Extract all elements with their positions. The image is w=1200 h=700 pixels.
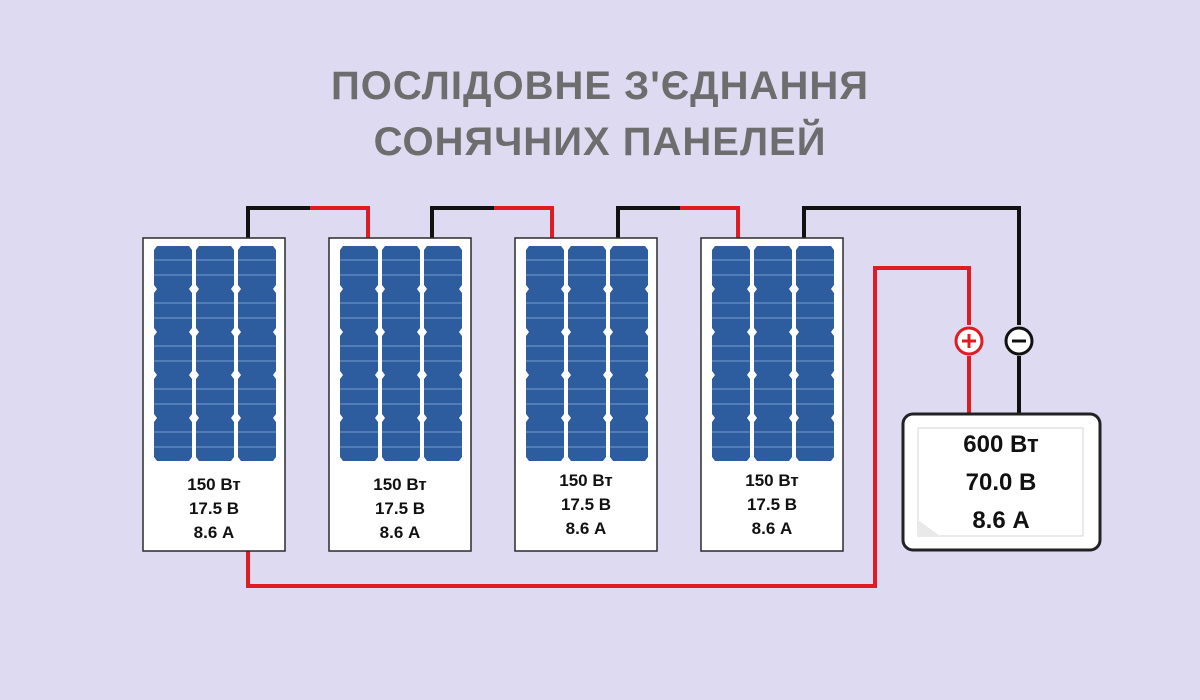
diagram-title: ПОСЛІДОВНЕ З'ЄДНАННЯ СОНЯЧНИХ ПАНЕЛЕЙ [0,58,1200,170]
panel-voltage: 17.5 В [375,499,425,518]
panel-power: 150 Вт [373,475,426,494]
wire-positive-1 [310,206,370,240]
wire-negative-1 [246,206,310,240]
panel-current: 8.6 А [194,523,235,542]
panel-current: 8.6 А [566,519,607,538]
title-line-2: СОНЯЧНИХ ПАНЕЛЕЙ [373,120,827,164]
title-line-1: ПОСЛІДОВНЕ З'ЄДНАННЯ [331,64,869,108]
solar-panel: 150 Вт 17.5 В 8.6 А [700,237,844,552]
output-power: 600 Вт [963,431,1039,458]
panel-voltage: 17.5 В [189,499,239,518]
panel-power: 150 Вт [559,471,612,490]
panel-current: 8.6 А [380,523,421,542]
wire-negative-out [802,206,1021,325]
wire-positive-2 [494,206,554,240]
solar-panel: 150 Вт 17.5 В 8.6 А [328,237,472,552]
output-box: 600 Вт 70.0 В 8.6 А [901,412,1102,552]
panel-voltage: 17.5 В [561,495,611,514]
panel-current: 8.6 А [752,519,793,538]
panel-voltage: 17.5 В [747,495,797,514]
output-current: 8.6 А [972,507,1029,534]
wire-negative-3 [616,206,680,240]
solar-panel: 150 Вт 17.5 В 8.6 А [514,237,658,552]
wire-negative-2 [430,206,494,240]
panel-power: 150 Вт [745,471,798,490]
minus-circle-icon [1004,326,1034,356]
panel-power: 150 Вт [187,475,240,494]
output-voltage: 70.0 В [966,469,1037,496]
wire-positive-out [246,266,971,588]
wires [246,206,1021,588]
wire-positive-3 [680,206,740,240]
solar-panel: 150 Вт 17.5 В 8.6 А [142,237,286,552]
plus-circle-icon [954,326,984,356]
